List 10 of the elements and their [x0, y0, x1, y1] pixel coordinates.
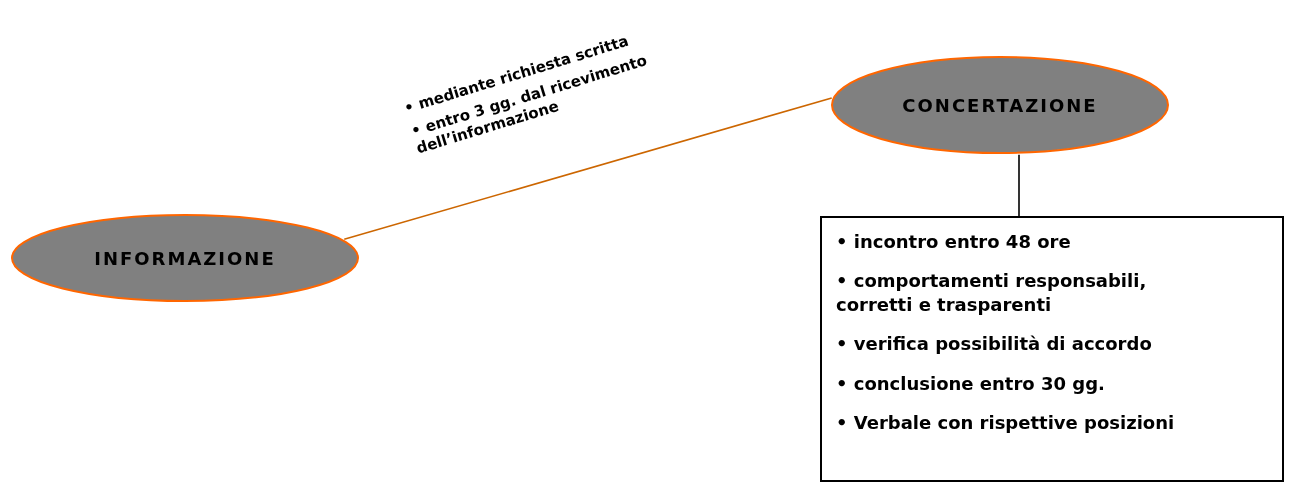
- bullet-item: • incontro entro 48 ore: [836, 230, 1072, 254]
- node-label: CONCERTAZIONE: [902, 94, 1098, 116]
- bullet-item: • verifica possibilità di accordo: [836, 332, 1153, 356]
- node-label: INFORMAZIONE: [94, 247, 276, 269]
- text-box: [820, 216, 1284, 482]
- bullet-item: • comportamenti responsabili, corretti e trasparenti: [836, 269, 1148, 317]
- connector-line: [343, 97, 833, 241]
- bullet-item: • conclusione entro 30 gg.: [836, 371, 1106, 395]
- connector-line: [1018, 153, 1020, 217]
- bullet-item: • Verbale con rispettive posizioni: [836, 410, 1176, 435]
